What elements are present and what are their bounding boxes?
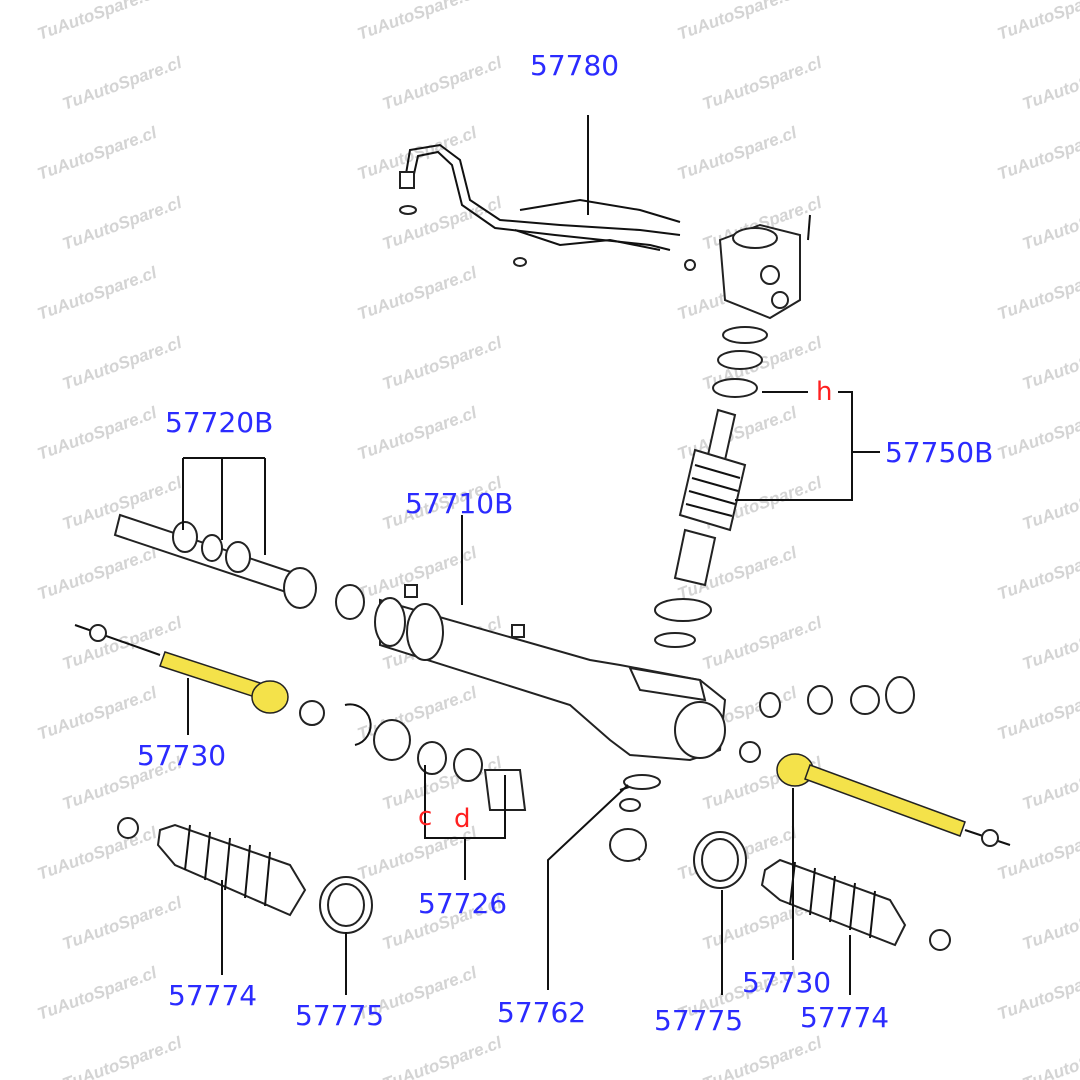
tie-rod-left[interactable] [74, 624, 289, 714]
pinion-shaft[interactable] [654, 408, 747, 648]
sublabel-h: h [816, 377, 832, 407]
watermark-text: TuAutoSpare.cl [380, 53, 505, 114]
watermark-text: TuAutoSpare.cl [380, 1033, 505, 1080]
label-57774-right: 57774 [800, 1001, 889, 1034]
watermark-text: TuAutoSpare.cl [35, 403, 160, 464]
label-57780: 57780 [530, 49, 619, 82]
watermark-text: TuAutoSpare.cl [1020, 193, 1080, 254]
tie-rod-right[interactable] [776, 753, 1011, 847]
watermark-text: TuAutoSpare.cl [1020, 53, 1080, 114]
gear-housing[interactable] [374, 584, 727, 762]
watermark-text: TuAutoSpare.cl [1020, 333, 1080, 394]
watermark-text: TuAutoSpare.cl [355, 0, 480, 44]
valve-body[interactable] [712, 214, 811, 398]
rack-assembly[interactable] [113, 513, 365, 620]
watermark-text: TuAutoSpare.cl [60, 1033, 185, 1080]
watermark-text: TuAutoSpare.cl [35, 543, 160, 604]
label-57762: 57762 [497, 996, 586, 1029]
watermark-text: TuAutoSpare.cl [995, 543, 1080, 604]
watermark-text: TuAutoSpare.cl [1020, 893, 1080, 954]
watermark-text: TuAutoSpare.cl [35, 0, 160, 44]
watermark-text: TuAutoSpare.cl [60, 53, 185, 114]
watermark-text: TuAutoSpare.cl [700, 613, 825, 674]
watermark-text: TuAutoSpare.cl [60, 893, 185, 954]
clamp-right[interactable] [693, 831, 747, 889]
watermark-text: TuAutoSpare.cl [700, 1033, 825, 1080]
clamp-left[interactable] [319, 876, 373, 934]
watermark-text: TuAutoSpare.cl [35, 823, 160, 884]
watermark-text: TuAutoSpare.cl [1020, 753, 1080, 814]
watermark-text: TuAutoSpare.cl [995, 123, 1080, 184]
watermark-text: TuAutoSpare.cl [995, 683, 1080, 744]
right-small-parts[interactable] [739, 676, 915, 763]
label-57730-right: 57730 [742, 966, 831, 999]
label-57720b: 57720B [165, 406, 273, 439]
watermark-text: TuAutoSpare.cl [380, 333, 505, 394]
watermark-text: TuAutoSpare.cl [35, 263, 160, 324]
rack-support-parts[interactable] [299, 700, 661, 862]
sublabel-d: d [454, 804, 471, 834]
watermark-text: TuAutoSpare.cl [1020, 1033, 1080, 1080]
label-57775-right: 57775 [654, 1004, 743, 1037]
leader-lines [182, 115, 880, 995]
watermark-text: TuAutoSpare.cl [355, 403, 480, 464]
pressure-tube-assembly[interactable] [399, 143, 696, 271]
watermark-text: TuAutoSpare.cl [995, 963, 1080, 1024]
watermark-text: TuAutoSpare.cl [995, 403, 1080, 464]
watermark-text: TuAutoSpare.cl [700, 53, 825, 114]
boot-left[interactable] [117, 817, 307, 917]
watermark-text: TuAutoSpare.cl [60, 333, 185, 394]
label-57750b: 57750B [885, 436, 993, 469]
boot-right[interactable] [760, 858, 951, 951]
watermark-text: TuAutoSpare.cl [355, 263, 480, 324]
watermark-text: TuAutoSpare.cl [995, 823, 1080, 884]
label-57775-left: 57775 [295, 999, 384, 1032]
watermark-text: TuAutoSpare.cl [355, 123, 480, 184]
watermark-text: TuAutoSpare.cl [35, 683, 160, 744]
watermark-text: TuAutoSpare.cl [35, 123, 160, 184]
watermark-text: TuAutoSpare.cl [1020, 473, 1080, 534]
watermark-text: TuAutoSpare.cl [60, 193, 185, 254]
watermark-text: TuAutoSpare.cl [35, 963, 160, 1024]
sublabel-c: c [418, 802, 432, 832]
watermark-text: TuAutoSpare.cl [1020, 613, 1080, 674]
watermark-text: TuAutoSpare.cl [995, 0, 1080, 44]
watermark-text: TuAutoSpare.cl [675, 123, 800, 184]
label-57710b: 57710B [405, 487, 513, 520]
watermark-text: TuAutoSpare.cl [995, 263, 1080, 324]
label-57774-left: 57774 [168, 979, 257, 1012]
watermark-text: TuAutoSpare.cl [675, 0, 800, 44]
label-57730-left: 57730 [137, 739, 226, 772]
label-57726: 57726 [418, 887, 507, 920]
